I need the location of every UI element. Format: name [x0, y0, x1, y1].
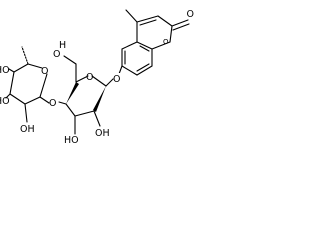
carbonyl-oxygen-label: O [187, 9, 194, 20]
aryl-glycosidic-oxygen-label: O [113, 74, 120, 85]
bond-c7-c6 [121, 65, 138, 76]
bond-c2-o1 [169, 25, 173, 43]
bond-c4-c3 [136, 15, 159, 23]
fucose-ho4-label: HO [0, 65, 10, 76]
bond-c2-oh [24, 103, 28, 123]
bond-c2-c3 [9, 93, 26, 105]
bond-o5-c5 [27, 63, 43, 69]
bond-c3-c4 [9, 71, 15, 95]
bond-o-c1 [105, 78, 114, 87]
carbonyl-bond [171, 19, 189, 27]
bond-c4-c5 [66, 82, 79, 104]
fucose-ho3-label: HO [0, 96, 10, 107]
bond-c1-c2 [93, 86, 106, 112]
fucose-oh2-label: OH [20, 124, 35, 135]
methyl-bond [125, 9, 138, 23]
bond-c6-o6 [63, 55, 77, 65]
bond-c1-o5 [91, 75, 107, 87]
bond-c7-oaryl [118, 65, 123, 75]
galactose-moiety: O O H O OH HO O [49, 40, 122, 146]
galactose-ho3-label: HO [64, 135, 79, 146]
interglycosidic-oxygen-label: O [49, 98, 56, 109]
bond-c8-c7-double [136, 63, 150, 72]
bond-c4a-c8a [136, 41, 153, 50]
chemical-structure-canvas: O O O O H O OH HO O [0, 0, 208, 161]
chromene-ring-oxygen-label: O [163, 38, 169, 46]
molecule-drawing: O O O O H O OH HO O [0, 8, 196, 146]
fucose-moiety: O HO HO OH [0, 46, 50, 135]
bond-c4-oh [8, 68, 15, 73]
galactose-ring-oxygen-label: O [86, 72, 93, 83]
bond-c4-c3-double [139, 19, 157, 26]
hydroxymethyl-oxygen-label: O [53, 49, 60, 60]
bond-c4-c5 [13, 63, 29, 73]
hydroxymethyl-hydrogen-label: H [59, 40, 66, 51]
coumarin-moiety: O O [118, 8, 196, 76]
galactose-oh2-label: OH [95, 128, 110, 139]
bond-olink-c1 [39, 96, 50, 104]
bond-c3-c4 [65, 103, 76, 117]
bond-c2-c3 [74, 110, 95, 117]
bond-c8-c7 [136, 65, 153, 76]
bond-c2-oh [93, 110, 101, 127]
bond-o1-c8a [151, 41, 171, 50]
bond-c4-olink [58, 101, 67, 105]
bond-c4a-c8a-double [139, 45, 150, 52]
bond-c3-c2 [157, 15, 173, 27]
fucose-ring-oxygen-label: O [41, 66, 48, 77]
bond-c5-c4a [121, 41, 138, 50]
bond-o5-c5 [75, 75, 89, 83]
bond-c3-oh [5, 93, 11, 99]
fucose-methyl-bond [21, 46, 29, 65]
carbonyl-bond-double [172, 23, 190, 31]
bond-c1-c2 [24, 96, 41, 105]
bond-c1-o5 [39, 73, 48, 98]
